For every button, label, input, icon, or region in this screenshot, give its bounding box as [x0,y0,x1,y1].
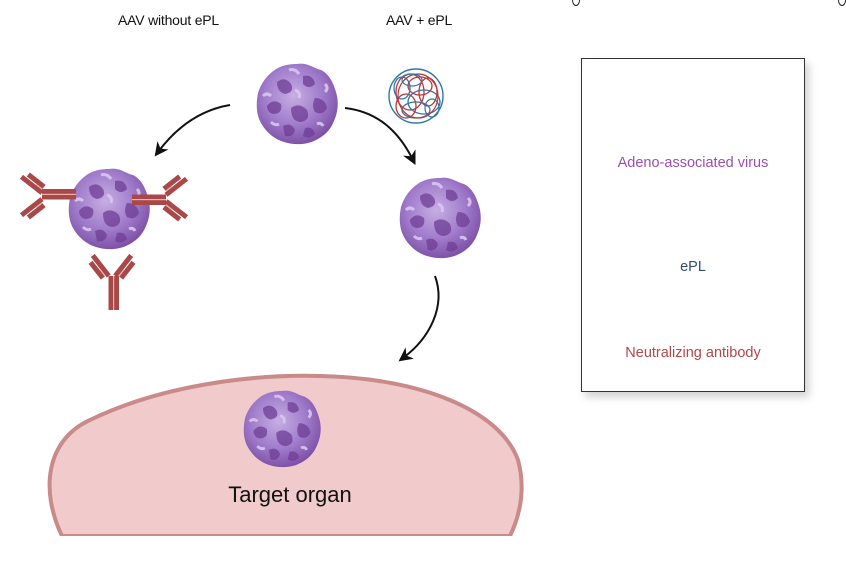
label-aav-with-epl: AAV + ePL [386,12,453,28]
antibody-icon [19,170,76,222]
arrow-without-epl [154,104,231,157]
epl-polymer-icon [388,68,444,124]
legend-label-antibody: Neutralizing antibody [625,345,761,361]
aav-particle-icon [255,62,340,146]
legend-label-aav: Adeno-associated virus [617,155,769,171]
legend-box: Adeno-associated virus ePL Neutralizing … [581,58,805,392]
aav-particle-icon [242,389,323,469]
legend-label-epl: ePL [680,259,706,275]
label-aav-without-epl: AAV without ePL [118,12,220,28]
aav-particle-icon [67,167,152,251]
antibody-icon [86,253,138,310]
aav-particle-icon [398,176,483,260]
arrow-with-epl [344,107,416,166]
arrow-to-organ [398,275,440,362]
target-organ-label: Target organ [228,482,352,507]
